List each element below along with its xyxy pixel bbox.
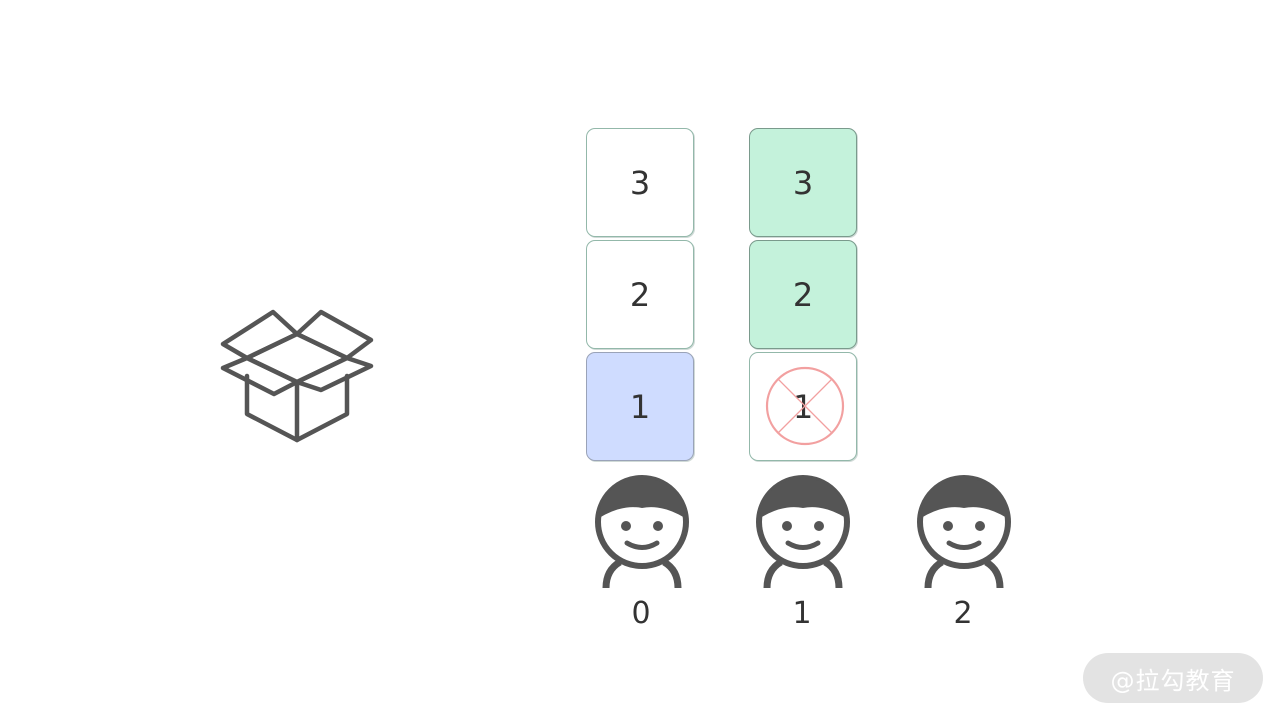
person-label-0: 0	[631, 596, 651, 631]
person-icon-2	[917, 475, 1011, 589]
stack-0-cell-3: 3	[586, 128, 694, 237]
stack-0-cell-2: 2	[586, 240, 694, 349]
stack-1: 3 2 1	[749, 128, 857, 464]
open-box-icon	[220, 309, 374, 443]
person-label-1: 1	[792, 596, 812, 631]
cell-label: 1	[629, 387, 651, 426]
stack-1-cell-1: 1	[749, 352, 857, 461]
person-icon-0	[595, 475, 689, 589]
watermark: @拉勾教育	[1083, 653, 1263, 703]
person-icon-1	[756, 475, 850, 589]
stack-1-cell-3: 3	[749, 128, 857, 237]
cell-label: 3	[792, 163, 814, 202]
cell-label: 1	[792, 387, 814, 426]
cell-label: 2	[792, 275, 814, 314]
stack-0: 3 2 1	[586, 128, 694, 464]
crossed-circle-icon	[765, 366, 845, 446]
cell-label: 2	[629, 275, 651, 314]
cell-label: 3	[629, 163, 651, 202]
stack-0-cell-1: 1	[586, 352, 694, 461]
stack-1-cell-2: 2	[749, 240, 857, 349]
person-label-2: 2	[953, 596, 973, 631]
